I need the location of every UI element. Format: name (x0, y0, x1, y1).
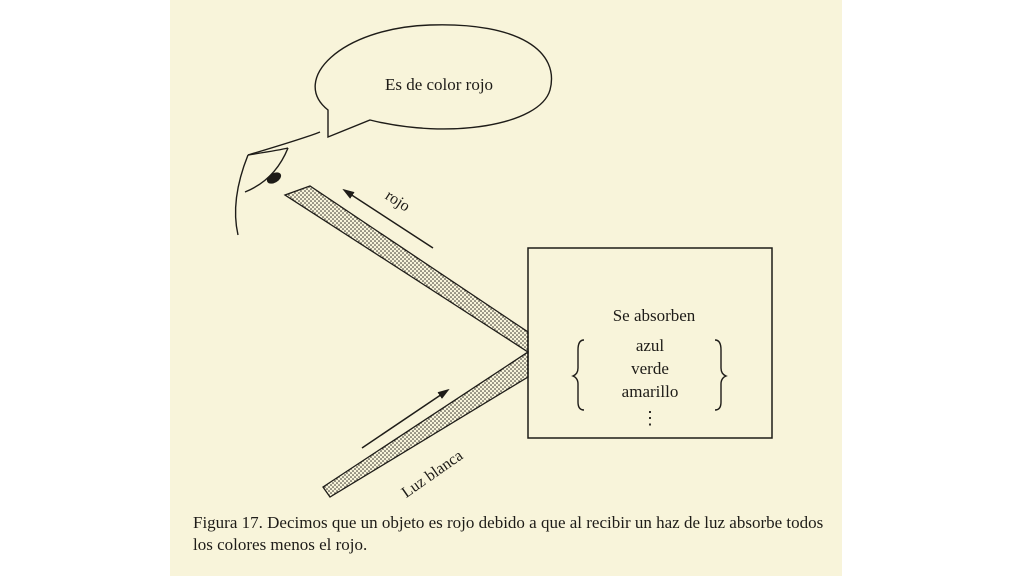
reflected-ray-arrow (342, 188, 434, 249)
incident-ray-arrow (361, 388, 450, 449)
object-box (527, 247, 773, 439)
left-brace (571, 339, 585, 411)
absorbed-item: verde (631, 359, 669, 378)
absorbed-item: azul (636, 336, 665, 355)
absorbed-item: amarillo (622, 382, 679, 401)
reflected-ray-label: rojo (382, 187, 413, 215)
incident-ray-label: Luz blanca (399, 447, 467, 501)
speech-bubble-text: Es de color rojo (385, 75, 493, 94)
eye-icon (234, 131, 321, 236)
right-brace (714, 339, 728, 411)
figure-caption: Figura 17. Decimos que un objeto es rojo… (193, 513, 824, 554)
absorbed-title: Se absorben (613, 306, 696, 325)
speech-bubble (314, 24, 553, 139)
reflection-diagram: Es de color rojo rojo Luz blanca Se abso… (234, 24, 773, 502)
book-page: Es de color rojo rojo Luz blanca Se abso… (170, 0, 842, 576)
absorbed-continuation: ⋮ (641, 408, 659, 428)
